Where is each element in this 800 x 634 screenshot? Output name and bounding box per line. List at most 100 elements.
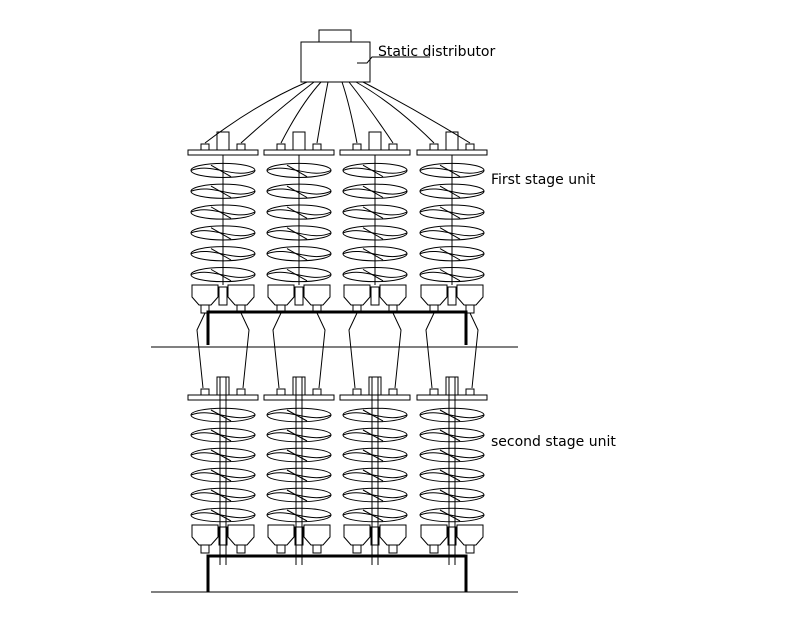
spiral-trough-edge [266,472,332,479]
spiral-trough-edge [419,472,485,479]
spiral-trough-edge [419,452,485,459]
spiral-trough-edge [266,432,332,439]
feed-pipe-line [280,81,322,144]
spiral-trough-line [439,429,461,442]
product-box [343,524,371,546]
feed-pipe-line [355,81,435,144]
splitter-box [294,286,304,306]
spiral-top-plate [187,149,259,156]
first-stage-spiral-3 [339,131,411,314]
product-box [191,524,219,546]
distributor-cap [318,29,352,43]
discharge-nozzle [429,544,439,554]
spiral-top-plate [263,394,335,401]
first-stage-spiral-4 [416,131,488,314]
spiral-trough-line [362,227,384,240]
feed-box [312,388,322,396]
spiral-trough-line [439,227,461,240]
spiral-trough-edge [266,412,332,419]
product-box [420,524,448,546]
spiral-trough-line [362,206,384,219]
feed-box [352,143,362,151]
spiral-trough-edge [342,452,408,459]
spiral-trough-line [286,409,308,422]
product-box [303,524,331,546]
spiral-trough-edge [190,432,256,439]
splitter-box [218,286,228,306]
spiral-trough-edge [190,452,256,459]
splitter-box [447,286,457,306]
spiral-trough-line [362,429,384,442]
spiral-trough-line [439,489,461,502]
spiral-trough-line [286,429,308,442]
feed-box [352,388,362,396]
spiral-trough-line [362,409,384,422]
product-box [227,524,255,546]
spiral-trough-line [439,409,461,422]
transfer-pipe [348,312,358,389]
spiral-trough-line [439,248,461,261]
spiral-trough-edge [419,412,485,419]
transfer-pipe [196,312,206,389]
feed-box [236,143,246,151]
spiral-trough-line [362,164,384,178]
spiral-trough-edge [266,452,332,459]
center-column-head [445,131,459,151]
splitter-box [370,286,380,306]
first-stage-frame [206,310,468,345]
spiral-top-plate [339,149,411,156]
splitter-box [218,526,228,546]
spiral-trough-line [362,489,384,502]
discharge-nozzle [312,544,322,554]
spiral-trough-edge [342,472,408,479]
second-stage-spiral-4 [416,376,488,565]
feed-pipe-line [240,81,315,144]
feed-pipe-line [204,81,308,144]
spiral-trough-line [210,409,232,422]
spiral-trough-line [439,509,461,522]
splitter-box [370,526,380,546]
discharge-nozzle [236,544,246,554]
spiral-trough-line [286,227,308,240]
center-column-head [368,376,382,396]
spiral-trough-line [286,268,308,282]
product-box [191,284,219,306]
feed-box [388,388,398,396]
feed-box [465,388,475,396]
spiral-top-plate [263,149,335,156]
spiral-trough-line [286,489,308,502]
feed-box [429,143,439,151]
product-box [303,284,331,306]
feed-box [276,388,286,396]
spiral-trough-line [286,469,308,482]
spiral-trough-line [210,429,232,442]
spiral-trough-line [286,449,308,462]
spiral-trough-edge [190,512,256,519]
spiral-trough-line [210,449,232,462]
discharge-nozzle [465,544,475,554]
spiral-trough-edge [419,432,485,439]
spiral-trough-edge [419,512,485,519]
spiral-trough-line [210,469,232,482]
distributor-leader-line [357,56,430,64]
feed-box [465,143,475,151]
product-box [379,284,407,306]
spiral-trough-line [210,248,232,261]
spiral-trough-line [439,164,461,178]
transfer-pipe [240,312,250,389]
center-column-head [292,376,306,396]
spiral-trough-line [439,469,461,482]
spiral-trough-line [439,268,461,282]
spiral-trough-edge [419,492,485,499]
discharge-nozzle [276,544,286,554]
spiral-trough-line [362,449,384,462]
transfer-pipe [392,312,402,389]
center-column-head [368,131,382,151]
splitter-box [294,526,304,546]
spiral-trough-line [439,449,461,462]
feed-box [200,388,210,396]
product-box [456,524,484,546]
spiral-trough-edge [190,412,256,419]
spiral-top-plate [416,394,488,401]
